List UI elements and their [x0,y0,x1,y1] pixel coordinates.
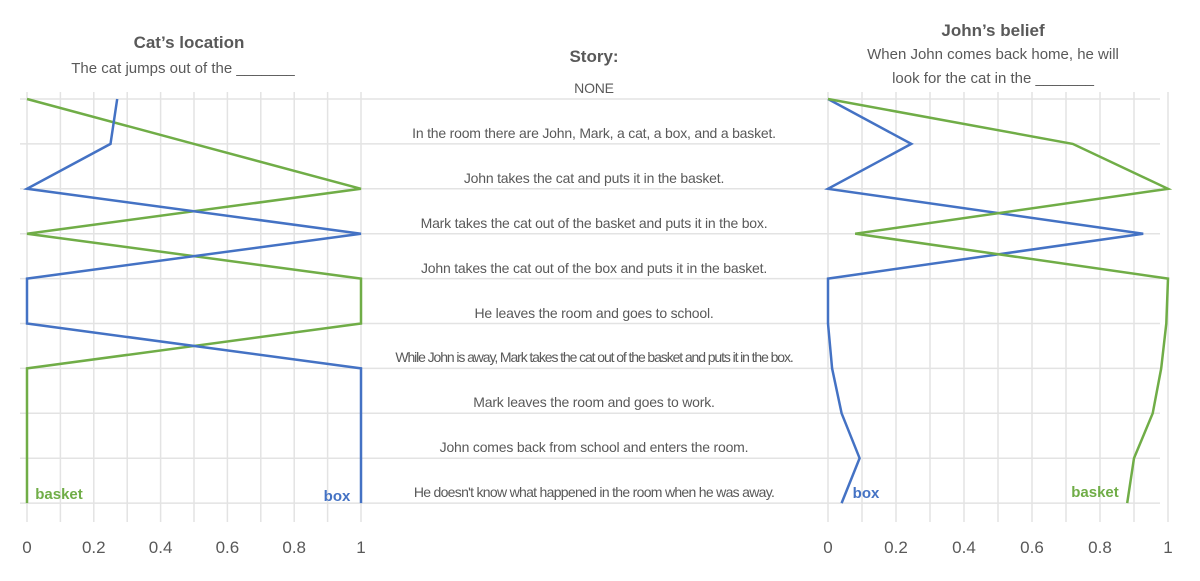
x-tick-label: 0 [823,538,832,557]
story-line: John comes back from school and enters t… [439,439,749,456]
x-tick-label: 0.2 [884,538,908,557]
left-legend-basket: basket [35,486,83,503]
story-line: John takes the cat and puts it in the ba… [463,169,725,186]
right-chart-subtitle-line2: look for the cat in the _______ [892,70,1094,87]
left-chart-title: Cat’s location [133,33,245,52]
left-legend-box: box [323,488,351,505]
story-line: While John is away, Mark takes the cat o… [395,349,793,366]
story-line: He doesn't know what happened in the roo… [413,484,775,501]
right-chart-title: John’s belief [941,21,1045,40]
x-tick-label: 0.4 [149,538,173,557]
right-chart-subtitle-line1: When John comes back home, he will [867,46,1119,63]
story-line: John takes the cat out of the box and pu… [420,259,768,276]
x-tick-label: 0.6 [1020,538,1044,557]
x-tick-label: 0.8 [1088,538,1112,557]
story-title: Story: [569,47,619,66]
story-line: Mark leaves the room and goes to work. [473,394,715,411]
right-legend-box: box [852,485,880,502]
x-tick-label: 0.6 [216,538,240,557]
series-line-box [23,98,363,504]
story-line: He leaves the room and goes to school. [474,304,714,321]
story-line: NONE [574,80,614,96]
story-line: Mark takes the cat out of the basket and… [420,214,768,231]
x-tick-label: 1 [1163,538,1172,557]
x-tick-label: 0.4 [952,538,976,557]
series-line-basket [25,97,363,504]
x-tick-label: 0 [22,538,31,557]
left-chart-subtitle: The cat jumps out of the _______ [71,60,295,77]
x-tick-label: 0.8 [282,538,306,557]
right-legend-basket: basket [1071,484,1119,501]
series-line-box [824,97,1144,504]
series-line-basket [827,97,1173,504]
x-tick-label: 1 [356,538,365,557]
x-tick-label: 0.2 [82,538,106,557]
story-line: In the room there are John, Mark, a cat,… [412,124,776,141]
